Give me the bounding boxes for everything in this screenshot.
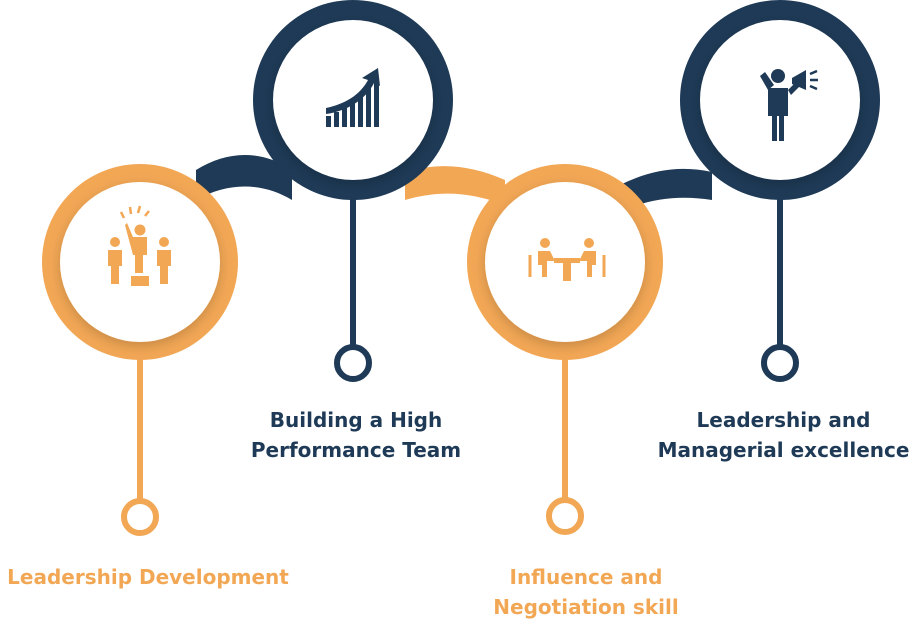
- connector-1-2: [196, 155, 292, 200]
- step-1-end-dot: [121, 498, 159, 536]
- step-3-node: [467, 164, 663, 535]
- team-leader-icon: [108, 205, 171, 286]
- step-4-label-line-1: Leadership and: [696, 408, 871, 432]
- megaphone-person-icon: [760, 69, 818, 141]
- step-4-label: Leadership and Managerial excellence: [650, 405, 917, 465]
- meeting-table-icon: [528, 238, 606, 281]
- step-3-label: Influence and Negotiation skill: [466, 562, 706, 622]
- step-2-end-dot: [334, 344, 372, 382]
- step-4-label-line-2: Managerial excellence: [657, 438, 910, 462]
- step-1-node: [42, 164, 238, 536]
- growth-chart-icon: [326, 68, 380, 127]
- connector-2-3: [405, 166, 505, 205]
- step-3-end-dot: [546, 497, 584, 535]
- step-1-label: Leadership Development: [0, 562, 296, 592]
- connector-3-4: [620, 168, 712, 212]
- step-2-label: Building a High Performance Team: [236, 405, 476, 465]
- step-4-end-dot: [761, 344, 799, 382]
- step-2-label-line-2: Performance Team: [250, 438, 462, 462]
- step-2-label-line-1: Building a High: [269, 408, 443, 432]
- step-1-label-line-1: Leadership Development: [7, 565, 289, 589]
- step-3-label-line-2: Negotiation skill: [493, 595, 679, 619]
- step-3-label-line-1: Influence and: [509, 565, 663, 589]
- step-2-node: [253, 0, 453, 382]
- step-4-node: [680, 0, 880, 382]
- connectors: [196, 155, 712, 212]
